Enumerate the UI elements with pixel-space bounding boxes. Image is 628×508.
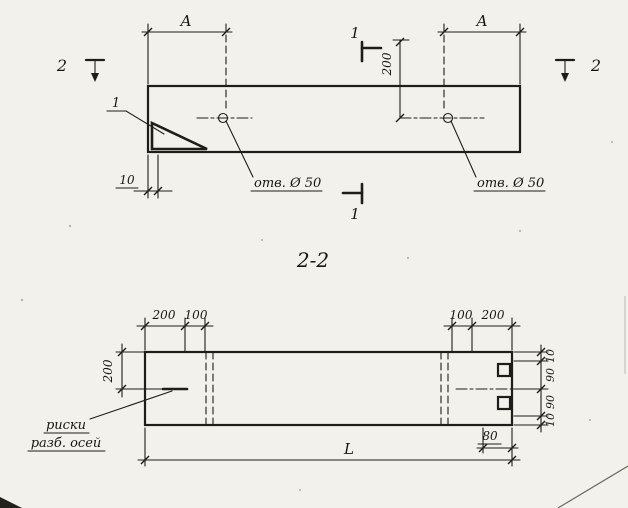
dim-L-label: L: [343, 440, 354, 458]
scan-artifacts: [0, 140, 628, 508]
dim-80-label: 80: [482, 429, 498, 443]
dim-tr-100: 100: [450, 308, 473, 322]
dim-a-right: А: [437, 12, 527, 113]
dim-200-label: 200: [380, 52, 394, 76]
embedded-plate-top: [496, 362, 512, 378]
dim-L: L: [137, 427, 521, 467]
callout-1-label: 1: [112, 96, 120, 111]
dim-chain-90-top: 90: [544, 368, 557, 382]
dim-chain-top-left: 200 100: [136, 308, 214, 353]
arrow-down-icon: [91, 73, 99, 82]
section-2-mark-left: 2: [56, 56, 106, 82]
dim-a-left-label: А: [179, 12, 191, 30]
section-2-mark-right: 2: [554, 56, 601, 82]
dim-chain-top-right: 100 200: [443, 308, 521, 353]
hole-left-circle: [217, 112, 229, 124]
dim-side-200: 200: [101, 343, 163, 398]
dim-chain-90-bottom: 90: [544, 395, 557, 409]
hole-right: [399, 112, 485, 124]
top-view: А А 1 200 2: [56, 12, 601, 223]
hidden-lines: [205, 351, 449, 426]
dim-chain-10-bottom: 10: [544, 413, 557, 427]
dim-80: 80: [476, 427, 519, 454]
hole-label-right: отв. Ø 50: [450, 120, 546, 192]
section-1-top-label: 1: [350, 24, 360, 42]
dim-10: 10: [115, 154, 173, 199]
hole-right-text: отв. Ø 50: [477, 176, 544, 191]
section-2-left-label: 2: [56, 56, 67, 75]
section-1-mark-top: 1: [350, 24, 383, 63]
dim-chain-right: 10 90 90 10: [513, 344, 557, 433]
scan-specks: [20, 140, 614, 492]
axis-note-line2: разб. осей: [31, 436, 102, 451]
embedded-plate-bottom: [496, 395, 512, 411]
hole-label-left: отв. Ø 50: [225, 120, 323, 192]
dim-tl-200: 200: [152, 308, 176, 322]
scan-scratch: [557, 465, 628, 508]
scan-corner-smudge: [0, 497, 22, 508]
section-view: 2-2 200 100: [27, 248, 557, 467]
section-1-bottom-label: 1: [350, 205, 360, 223]
hole-right-circle: [442, 112, 454, 124]
dim-a-right-label: А: [475, 12, 487, 30]
section-1-mark-bottom: 1: [341, 182, 364, 223]
dim-200-vertical: 200: [380, 37, 410, 123]
beam-outline-plan: [146, 84, 522, 154]
dim-10-label: 10: [119, 173, 135, 187]
axis-note: риски разб. осей: [27, 390, 173, 452]
callout-triangle: 1: [106, 96, 165, 135]
hole-left: [196, 112, 253, 124]
dim-side-200-label: 200: [101, 359, 115, 383]
dim-chain-10-top: 10: [544, 349, 557, 363]
section-title: 2-2: [296, 248, 329, 272]
axis-note-line1: риски: [46, 418, 86, 433]
hole-left-text: отв. Ø 50: [254, 176, 321, 191]
dim-tl-100: 100: [185, 308, 208, 322]
dim-tr-200: 200: [481, 308, 505, 322]
dim-a-left: А: [141, 12, 233, 113]
section-2-right-label: 2: [590, 56, 601, 75]
arrow-down-icon: [561, 73, 569, 82]
corner-triangle-mark: [150, 120, 208, 151]
